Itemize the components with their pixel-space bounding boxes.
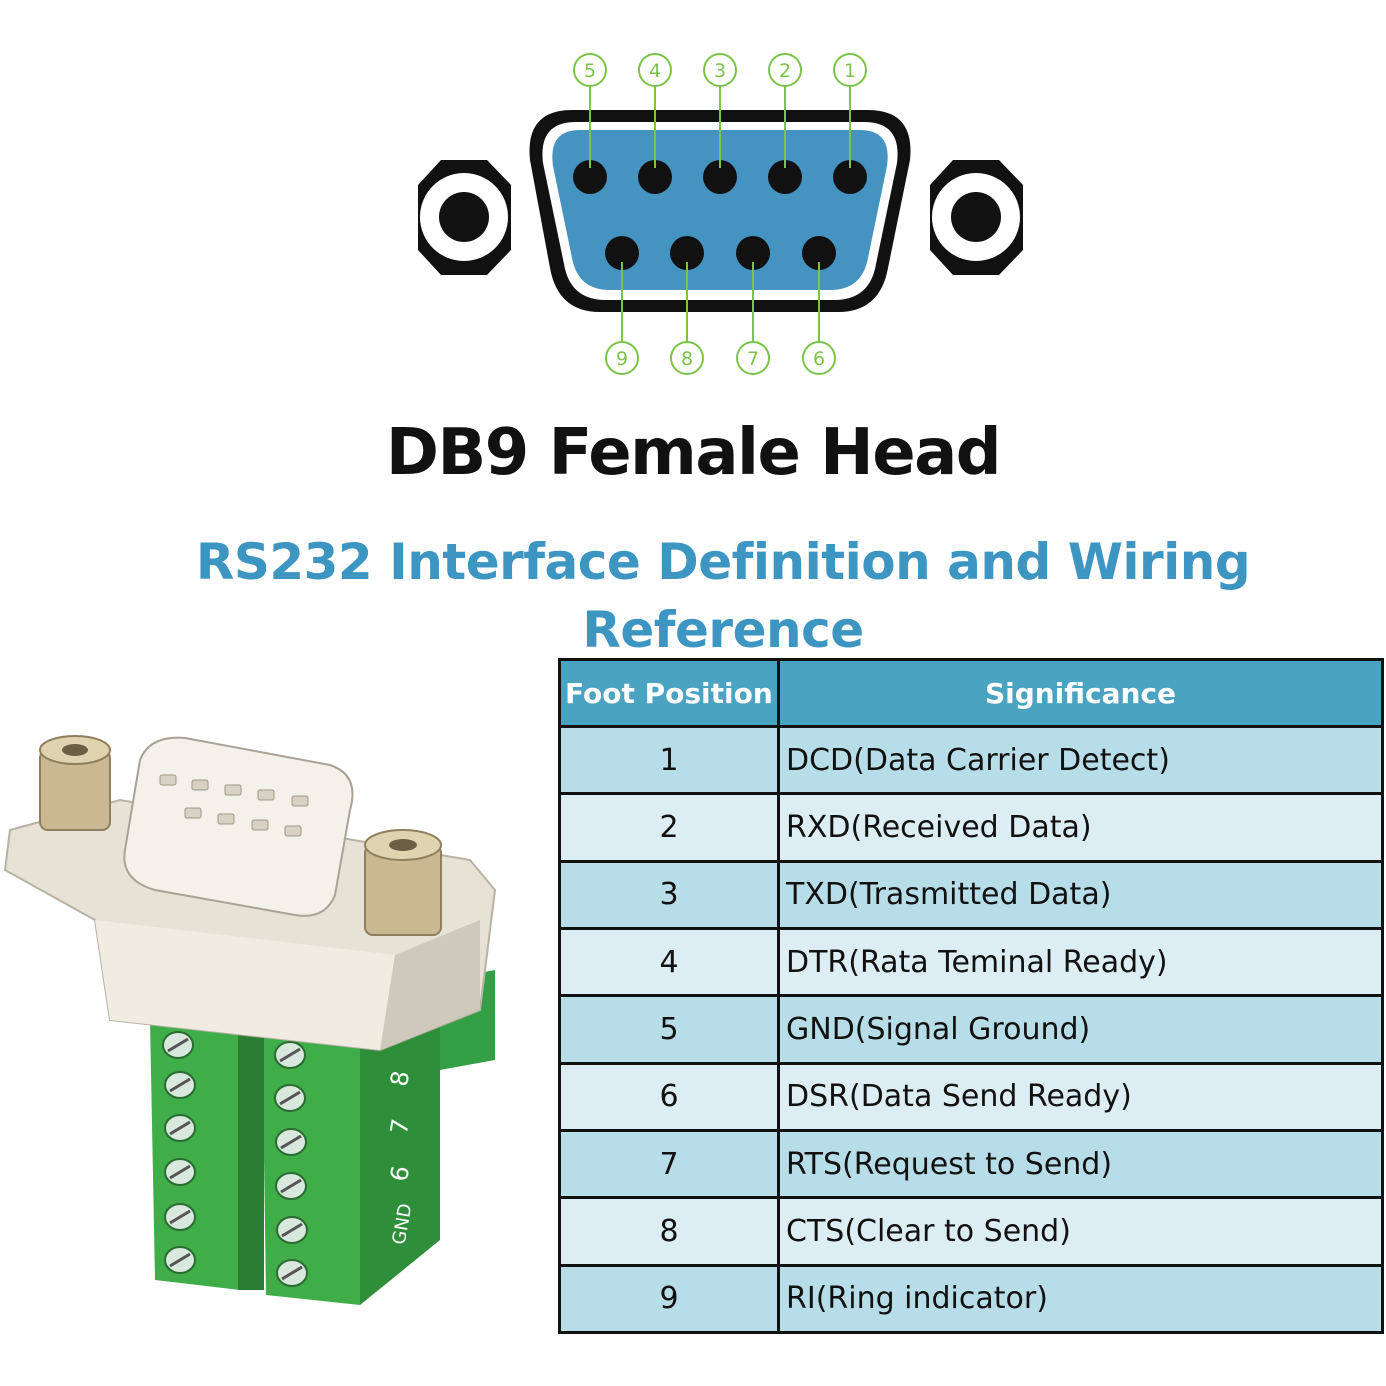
foot-position-cell: 2 — [558, 792, 780, 863]
diagram-title: DB9 Female Head — [385, 416, 1002, 490]
significance-cell: DSR(Data Send Ready) — [777, 1061, 1384, 1132]
screw-slot — [280, 1178, 302, 1194]
pin-hole — [291, 795, 309, 807]
pin-callout-circle — [802, 341, 836, 375]
pin-number-label: 7 — [747, 348, 759, 370]
screw-slot — [169, 1209, 191, 1225]
left-standoff — [39, 735, 111, 831]
pin-number-label: 4 — [649, 60, 661, 82]
pin-callouts: 5 4 3 2 1 9 8 7 6 — [573, 53, 867, 375]
pin-socket-9 — [605, 236, 639, 270]
terminal-label: 8 — [385, 1069, 415, 1089]
pin-callout-circle — [703, 53, 737, 87]
pin-socket-1 — [833, 160, 867, 194]
terminal-label: 7 — [385, 1117, 415, 1137]
diagram-subtitle: RS232 Interface Definition and Wiring Re… — [195, 533, 1251, 659]
pin-hole — [284, 825, 302, 837]
pin-socket-7 — [736, 236, 770, 270]
foot-position-cell: 1 — [558, 724, 780, 796]
foot-position-cell: 4 — [558, 926, 780, 998]
screw-slot — [281, 1265, 303, 1281]
pin-socket-5 — [573, 160, 607, 194]
significance-cell: TXD(Trasmitted Data) — [777, 859, 1384, 930]
pin-number-label: 2 — [779, 60, 791, 82]
pin-callout-circle — [605, 341, 639, 375]
foot-position-cell: 8 — [558, 1196, 780, 1267]
pin-hole — [257, 789, 275, 801]
foot-position-cell: 3 — [558, 859, 780, 930]
pin-number-label: 3 — [714, 60, 726, 82]
db9-pinout-diagram: 5 4 3 2 1 9 8 7 6 — [418, 53, 1023, 375]
dsub-pin-holes — [159, 774, 309, 837]
pin-callout-circle — [736, 341, 770, 375]
significance-cell: DTR(Rata Teminal Ready) — [777, 926, 1384, 998]
pin-callout-circle — [638, 53, 672, 87]
screw-slot — [169, 1077, 191, 1093]
foot-position-cell: 7 — [558, 1128, 780, 1200]
screw-slot — [279, 1047, 301, 1063]
pin-number-label: 9 — [616, 348, 628, 370]
pin-hole — [251, 819, 269, 831]
pin-socket-2 — [768, 160, 802, 194]
significance-cell: DCD(Data Carrier Detect) — [777, 724, 1384, 796]
screw-slot — [167, 1037, 189, 1053]
significance-cell: GND(Signal Ground) — [777, 994, 1384, 1065]
right-standoff — [364, 829, 442, 936]
pin-sockets — [573, 160, 867, 270]
screw-slot — [169, 1164, 191, 1180]
significance-cell: CTS(Clear to Send) — [777, 1196, 1384, 1267]
pin-number-label: 6 — [813, 348, 825, 370]
left-mount-nut — [418, 160, 511, 275]
terminal-screws — [162, 1031, 308, 1287]
pin-callout-circle — [768, 53, 802, 87]
foot-position-cell: 5 — [558, 994, 780, 1065]
screw-slot — [169, 1252, 191, 1268]
pin-socket-6 — [802, 236, 836, 270]
header-significance: Significance — [777, 658, 1384, 728]
pin-callout-circle — [833, 53, 867, 87]
pin-hole — [217, 813, 235, 825]
foot-position-cell: 6 — [558, 1061, 780, 1132]
pin-hole — [159, 774, 177, 786]
pin-number-label: 1 — [844, 60, 856, 82]
significance-cell: RI(Ring indicator) — [777, 1263, 1384, 1335]
dsub-body — [123, 736, 354, 917]
pin-hole — [184, 807, 202, 819]
screw-slot — [279, 1090, 301, 1106]
pin-socket-4 — [638, 160, 672, 194]
significance-cell: RTS(Request to Send) — [777, 1128, 1384, 1200]
pin-socket-3 — [703, 160, 737, 194]
pin-number-label: 5 — [584, 60, 596, 82]
pin-callout-circle — [670, 341, 704, 375]
db9-terminal-block-photo: 9876GND — [3, 735, 497, 1305]
header-foot-position: Foot Position — [558, 658, 780, 728]
screw-slot — [280, 1134, 302, 1150]
screw-slot — [281, 1222, 303, 1238]
table-header-row: Foot Position Significance — [558, 658, 1384, 728]
pin-number-label: 8 — [681, 348, 693, 370]
screw-slot — [169, 1120, 191, 1136]
pin-callout-circle — [573, 53, 607, 87]
pin-hole — [224, 784, 242, 796]
terminal-label: 6 — [385, 1164, 415, 1184]
pin-hole — [191, 779, 209, 791]
foot-position-cell: 9 — [558, 1263, 780, 1335]
significance-cell: RXD(Received Data) — [777, 792, 1384, 863]
right-mount-nut — [930, 160, 1023, 275]
pin-socket-8 — [670, 236, 704, 270]
